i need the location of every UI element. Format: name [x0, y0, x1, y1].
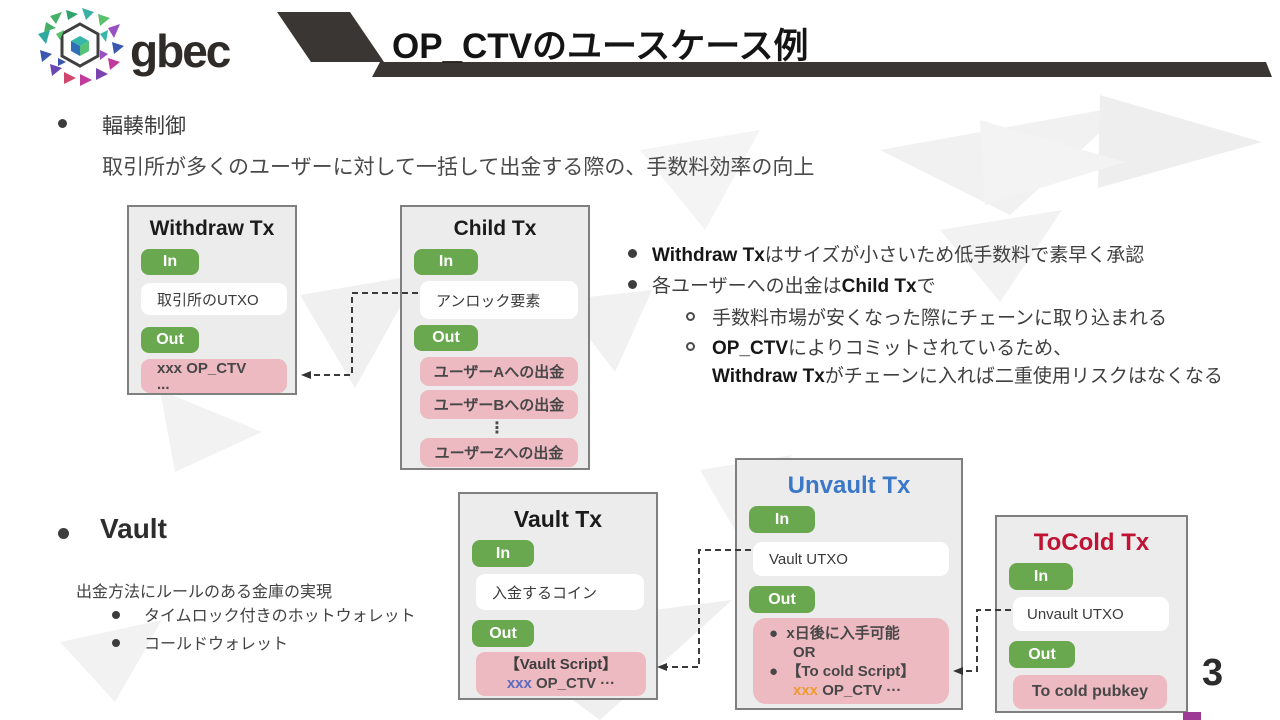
unvault-out-box: ● x日後に入手可能 OR ● 【To cold Script】 xxx OP_… — [753, 618, 949, 704]
unvault-script-xxx: xxx — [793, 682, 819, 699]
congestion-heading: 輻輳制御 — [102, 115, 186, 138]
unvault-tx-title: Unvault Tx — [787, 472, 911, 499]
note-withdraw-size: Withdraw Txはサイズが小さいため低手数料で素早く承認 — [652, 245, 1145, 266]
note-child-tx: 各ユーザーへの出金はChild Txで — [652, 276, 936, 297]
congestion-description: 取引所が多くのユーザーに対して一括して出金する際の、手数料効率の向上 — [102, 156, 815, 179]
withdraw-tx-title: Withdraw Tx — [149, 217, 275, 240]
bullet-dot — [628, 249, 637, 258]
bullet-dot — [112, 611, 120, 619]
child-tx-title: Child Tx — [453, 217, 537, 240]
vault-script-xxx: xxx — [506, 675, 532, 692]
bullet-dot — [112, 639, 120, 647]
withdraw-out-box: xxx OP_CTV ... — [141, 359, 287, 393]
unvault-out-pill: Out — [749, 586, 815, 613]
withdraw-tx-box: Withdraw Tx In 取引所のUTXO Out xxx OP_CTV .… — [127, 205, 297, 395]
child-in-value: アンロック要素 — [420, 281, 578, 319]
tocold-in-value: Unvault UTXO — [1013, 597, 1169, 631]
logo-text: gbec — [130, 25, 231, 77]
page-number: 3 — [1202, 652, 1224, 694]
tocold-in-pill: In — [1009, 563, 1073, 590]
vault-description: 出金方法にルールのある金庫の実現 — [76, 584, 333, 601]
unvault-opt-bullet: ● — [769, 663, 787, 680]
title-banner-shape — [277, 12, 1272, 77]
sub-bullet-ring — [686, 312, 695, 321]
child-output-row: ユーザーZへの出金 — [420, 438, 578, 467]
child-output-ellipsis: ⋮ — [489, 420, 505, 437]
sub-bullet-ring — [686, 342, 695, 351]
unvault-opt2: 【To cold Script】 — [786, 663, 916, 680]
tocold-tx-title: ToCold Tx — [1033, 529, 1150, 556]
vault-tx-box: Vault Tx In 入金するコイン Out 【Vault Script】 x… — [458, 492, 658, 700]
unvault-tx-box: Unvault Tx In Vault UTXO Out ● x日後に入手可能 … — [735, 458, 963, 710]
vault-in-pill: In — [472, 540, 534, 567]
withdraw-in-pill: In — [141, 249, 199, 275]
vault-tx-title: Vault Tx — [513, 506, 603, 532]
vault-in-value: 入金するコイン — [476, 574, 644, 610]
title-rest: のユースケース例 — [532, 27, 809, 66]
child-output-row: ユーザーAへの出金 — [420, 357, 578, 386]
bullet-dot — [58, 528, 69, 539]
note-fee-market: 手数料市場が安くなった際にチェーンに取り込まれる — [712, 308, 1168, 329]
title-opctv: OP_CTV — [392, 27, 533, 66]
unvault-opt-bullet: ● — [769, 625, 787, 642]
child-in-pill: In — [414, 249, 478, 275]
tocold-tx-box: ToCold Tx In Unvault UTXO Out To cold pu… — [995, 515, 1188, 713]
note-opctv-commit-line2: Withdraw Txがチェーンに入れば二重使用リスクはなくなる — [712, 366, 1223, 387]
vault-out-pill: Out — [472, 620, 534, 647]
unvault-or: OR — [793, 644, 816, 661]
vault-script-title: 【Vault Script】 — [504, 656, 618, 673]
child-out-pill: Out — [414, 325, 478, 351]
child-output-row: ユーザーBへの出金 — [420, 390, 578, 419]
vault-bullet-hot: タイムロック付きのホットウォレット — [144, 608, 416, 625]
gbec-logo-icon — [38, 8, 124, 86]
vault-script-rest: OP_CTV ··· — [531, 675, 616, 692]
withdraw-out-pill: Out — [141, 327, 199, 353]
unvault-script-rest: OP_CTV ··· — [818, 682, 902, 699]
withdraw-in-value: 取引所のUTXO — [141, 283, 287, 315]
withdraw-out-line2: ... — [157, 376, 170, 393]
bullet-dot — [628, 280, 637, 289]
unvault-in-value: Vault UTXO — [753, 542, 949, 576]
unvault-in-pill: In — [749, 506, 815, 533]
tocold-out-pill: Out — [1009, 641, 1075, 668]
tocold-out-box: To cold pubkey — [1013, 675, 1167, 709]
vault-heading: Vault — [100, 513, 167, 544]
bullet-dot — [58, 119, 67, 128]
vault-bullet-cold: コールドウォレット — [144, 636, 289, 653]
corner-marker — [1183, 712, 1201, 720]
unvault-opt1: x日後に入手可能 — [786, 625, 900, 642]
withdraw-out-line1: xxx OP_CTV — [157, 360, 247, 377]
vault-out-box: 【Vault Script】 xxx OP_CTV ··· — [476, 652, 646, 696]
child-tx-box: Child Tx In アンロック要素 Out ユーザーAへの出金 ユーザーBへ… — [400, 205, 590, 470]
page-title: OP_CTVのユースケース例 — [392, 18, 809, 69]
note-opctv-commit: OP_CTVによりコミットされているため、 — [712, 338, 1073, 359]
